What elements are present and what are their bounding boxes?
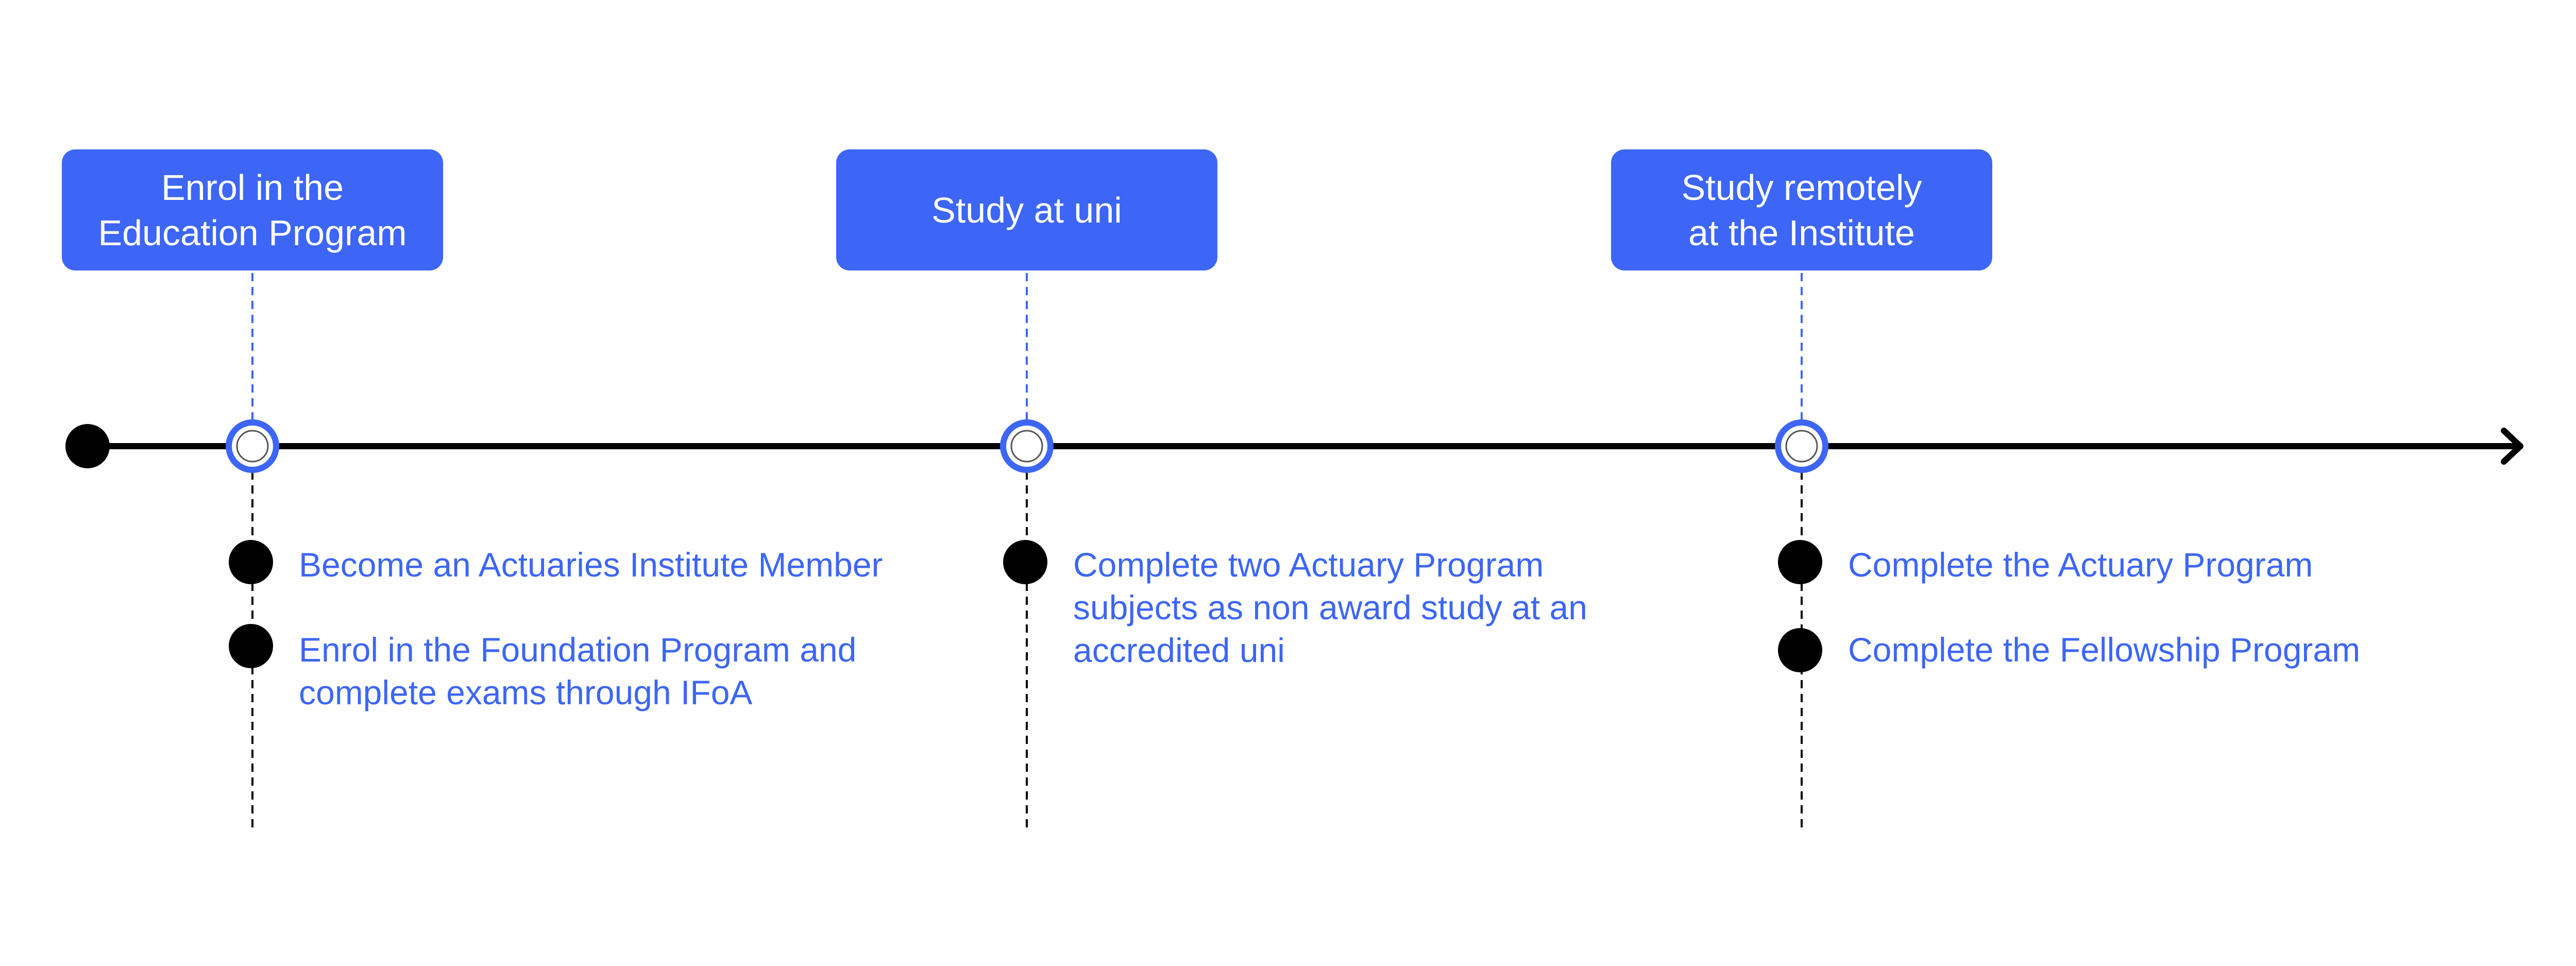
timeline-arrowhead <box>2501 428 2523 465</box>
step-text-1-1: Become an Actuaries Institute Member <box>299 546 883 584</box>
step-bullet-1-1 <box>229 540 273 584</box>
step-text-3-1: Complete the Actuary Program <box>1848 546 2313 584</box>
timeline-start-dot <box>65 424 110 468</box>
step-text-3-2: Complete the Fellowship Program <box>1848 631 2361 669</box>
step-bullet-1-2 <box>229 624 273 668</box>
pathway-box-study-at-uni: Study at uni <box>836 149 1217 270</box>
pathway-box-education-program: Enrol in the Education Program <box>62 149 443 270</box>
step-bullet-3-1 <box>1778 540 1822 584</box>
milestone-node-inner-1 <box>236 430 269 463</box>
step-text-1-2: Enrol in the Foundation Program and comp… <box>299 631 857 711</box>
pathway-box-study-remotely: Study remotely at the Institute <box>1611 149 1992 270</box>
step-bullet-2-1 <box>1003 540 1047 584</box>
milestone-node-inner-3 <box>1785 430 1818 463</box>
step-text-2-1: Complete two Actuary Program subjects as… <box>1073 546 1587 669</box>
step-bullet-3-2 <box>1778 628 1822 672</box>
milestone-node-inner-2 <box>1010 430 1043 463</box>
